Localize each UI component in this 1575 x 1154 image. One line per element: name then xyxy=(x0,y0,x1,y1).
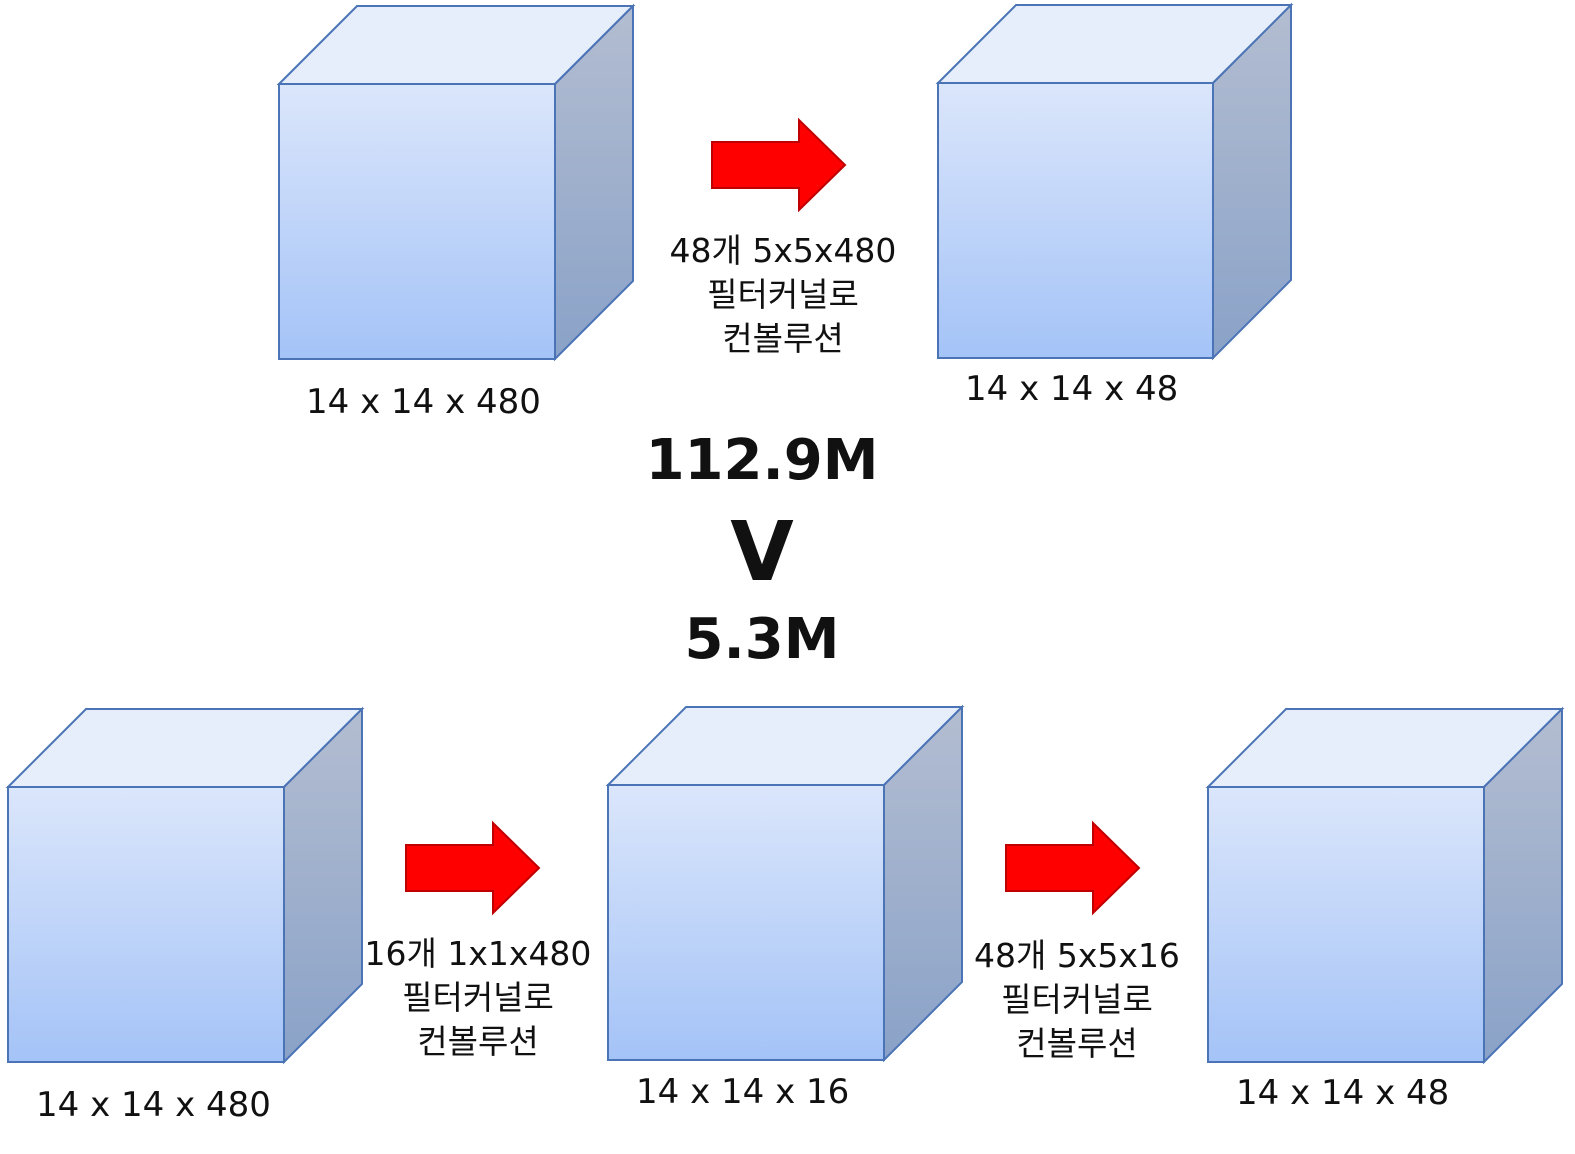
bottom-middle-size-label: 14 x 14 x 16 xyxy=(636,1072,850,1112)
bottom-middle-cube xyxy=(605,704,965,1063)
bottom-conv1-caption-line3: 컨볼루션 xyxy=(417,1022,539,1061)
top-conv-caption-line3: 컨볼루션 xyxy=(722,319,844,358)
top-input-size-label: 14 x 14 x 480 xyxy=(306,382,541,422)
top-output-size-label: 14 x 14 x 48 xyxy=(965,369,1179,409)
bottom-input-cube xyxy=(5,706,365,1065)
bottom-output-cube xyxy=(1205,706,1565,1065)
top-conv-caption-line1: 48개 5x5x480 xyxy=(669,231,897,270)
bottom-conv2-arrow-icon xyxy=(1005,820,1141,916)
top-output-cube xyxy=(935,2,1294,361)
bottom-conv2-caption-line2: 필터커널로 xyxy=(1001,980,1153,1019)
bottom-conv1-arrow-icon xyxy=(405,820,541,916)
comparison-symbol: V xyxy=(730,505,794,600)
bottom-conv2-caption-line3: 컨볼루션 xyxy=(1016,1024,1138,1063)
bottom-conv2-caption-line1: 48개 5x5x16 xyxy=(974,936,1180,975)
bottom-output-size-label: 14 x 14 x 48 xyxy=(1236,1073,1450,1113)
top-conv-caption: 48개 5x5x480 필터커널로 컨볼루션 xyxy=(648,229,918,361)
bottom-input-size-label: 14 x 14 x 480 xyxy=(36,1085,271,1125)
bottom-conv1-caption-line1: 16개 1x1x480 xyxy=(364,934,592,973)
top-input-cube xyxy=(276,3,636,362)
top-conv-arrow-icon xyxy=(711,117,847,213)
bottom-conv2-caption: 48개 5x5x16 필터커널로 컨볼루션 xyxy=(947,934,1207,1066)
top-cost-value: 112.9M xyxy=(645,428,879,493)
bottom-cost-value: 5.3M xyxy=(684,607,840,672)
top-conv-caption-line2: 필터커널로 xyxy=(707,275,859,314)
bottom-conv1-caption: 16개 1x1x480 필터커널로 컨볼루션 xyxy=(348,932,608,1064)
bottom-conv1-caption-line2: 필터커널로 xyxy=(402,978,554,1017)
